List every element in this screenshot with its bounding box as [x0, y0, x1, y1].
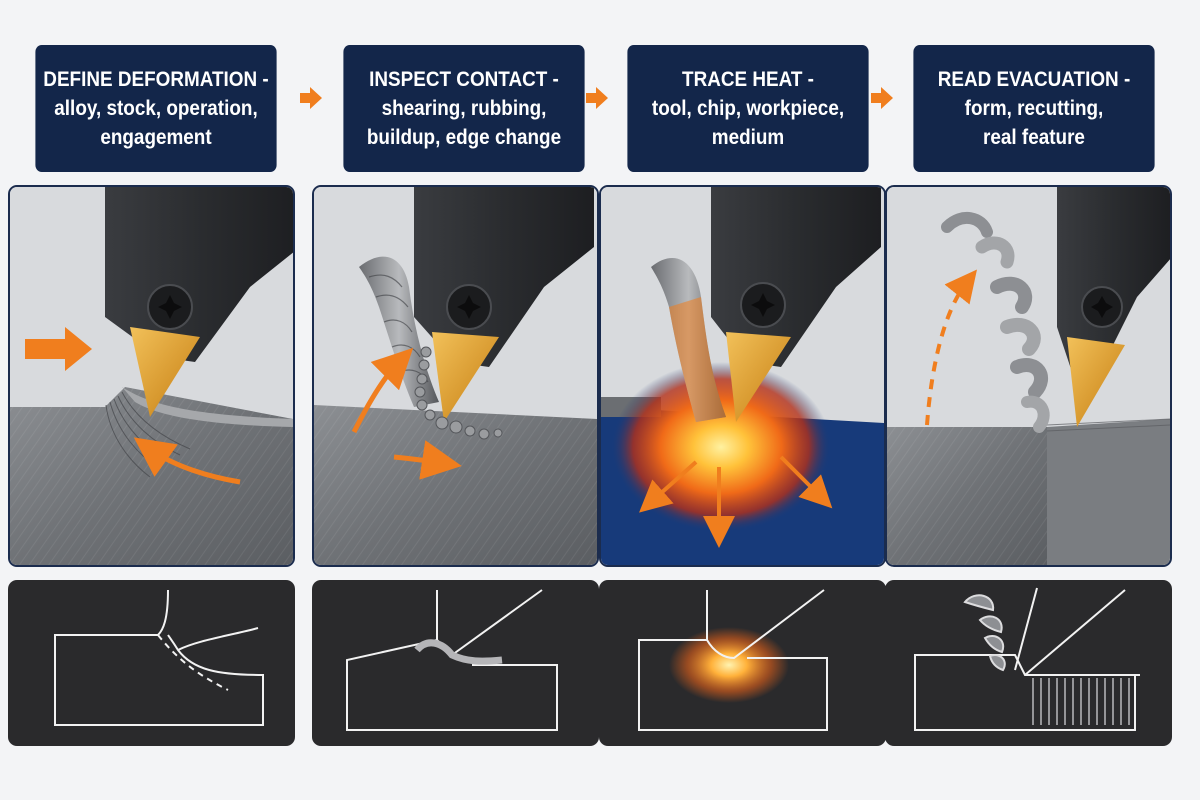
evacuation-illustration	[885, 185, 1172, 567]
contact-sketch	[312, 580, 599, 746]
flow-arrow-icon	[393, 440, 462, 480]
spiral-chip	[963, 594, 1006, 672]
step-detail-line: engagement	[100, 126, 212, 149]
heat-spot-icon	[669, 627, 789, 703]
flow-arrow-icon	[779, 455, 833, 509]
heat-illustration	[599, 185, 886, 567]
flow-arrow-icon	[300, 87, 322, 109]
flow-arrow-icon	[871, 87, 893, 109]
flow-arrow-icon	[351, 347, 414, 434]
machined-surface	[1047, 419, 1170, 565]
step-header-heat: TRACE HEAT - tool, chip, workpiece, medi…	[627, 45, 869, 172]
contact-illustration	[312, 185, 599, 567]
step-title: INSPECT CONTACT -	[369, 68, 559, 91]
deformation-illustration	[8, 185, 295, 567]
flow-arrow-icon	[133, 437, 241, 485]
step-detail-line: tool, chip, workpiece,	[651, 97, 845, 120]
spiral-chip	[941, 212, 1050, 433]
deformation-sketch	[8, 580, 295, 746]
cutting-insert	[130, 327, 200, 417]
step-title: READ EVACUATION -	[937, 68, 1131, 91]
flow-arrow-icon	[586, 87, 608, 109]
step-header-contact: INSPECT CONTACT - shearing, rubbing, bui…	[343, 45, 585, 172]
step-detail-line: buildup, edge change	[366, 126, 562, 149]
step-header-evacuation: READ EVACUATION - form, recutting, real …	[913, 45, 1155, 172]
tool-holder	[1057, 187, 1170, 377]
cutting-insert	[432, 332, 499, 422]
feed-arrow-icon	[25, 327, 92, 371]
step-detail-line: real feature	[983, 126, 1085, 149]
step-detail-line: medium	[711, 126, 785, 149]
flow-arrow-icon	[925, 269, 977, 426]
evacuation-sketch	[885, 580, 1172, 746]
step-title: DEFINE DEFORMATION -	[43, 68, 269, 91]
step-detail-line: shearing, rubbing,	[381, 97, 547, 120]
flow-arrow-icon	[639, 460, 698, 513]
cutting-insert	[726, 332, 791, 422]
cutting-insert	[1067, 337, 1125, 427]
step-title: TRACE HEAT -	[682, 68, 814, 91]
step-header-deformation: DEFINE DEFORMATION - alloy, stock, opera…	[35, 45, 277, 172]
chip	[359, 256, 439, 407]
step-detail-line: alloy, stock, operation,	[54, 97, 258, 120]
built-up-edge	[414, 346, 503, 440]
heat-sketch	[599, 580, 886, 746]
step-detail-line: form, recutting,	[964, 97, 1104, 120]
